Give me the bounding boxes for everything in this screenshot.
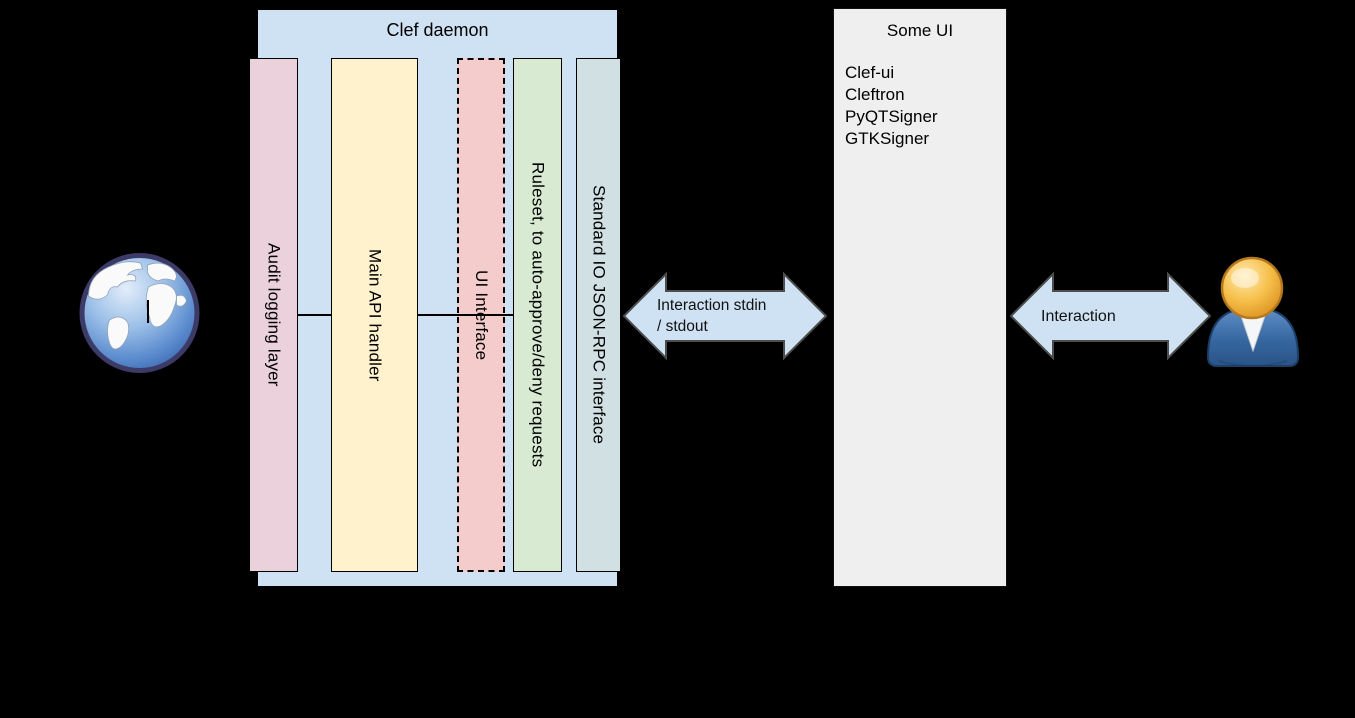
arrow-stdin-stdout xyxy=(622,271,828,367)
bar-main-api-handler: Main API handler xyxy=(331,58,418,572)
arrow-label-line1: Interaction stdin xyxy=(657,297,767,314)
double-arrow-icon xyxy=(1009,271,1212,361)
arrow-stdin-stdout-label: Interaction stdin / stdout xyxy=(657,295,766,337)
some-ui-list: Clef-ui Cleftron PyQTSigner GTKSigner xyxy=(845,62,938,150)
double-arrow-icon xyxy=(622,271,828,361)
arrow-interaction-label: Interaction xyxy=(1041,308,1116,325)
list-item: Cleftron xyxy=(845,85,905,104)
connector-line-left xyxy=(298,314,331,316)
some-ui-box xyxy=(833,8,1007,587)
cursor-mark xyxy=(147,300,149,323)
arrow-user-interaction xyxy=(1009,271,1212,367)
bar-label: Audit logging layer xyxy=(264,243,284,387)
bar-stdio-jsonrpc-interface: Standard IO JSON-RPC interface xyxy=(576,58,621,572)
bar-audit-logging-layer: Audit logging layer xyxy=(249,58,298,572)
person-icon xyxy=(1205,255,1305,374)
bar-label: Ruleset, to auto-approve/deny requests xyxy=(528,162,548,468)
clef-daemon-box xyxy=(257,9,618,587)
clef-daemon-title: Clef daemon xyxy=(386,20,489,40)
bar-label: Standard IO JSON-RPC interface xyxy=(589,185,609,445)
list-item: PyQTSigner xyxy=(845,107,938,126)
globe-icon xyxy=(76,250,203,381)
arrow-label-line2: / stdout xyxy=(657,318,708,335)
bar-ruleset: Ruleset, to auto-approve/deny requests xyxy=(513,58,562,572)
bar-label: Main API handler xyxy=(365,248,385,382)
list-item: Clef-ui xyxy=(845,63,895,82)
connector-line-right xyxy=(418,314,513,316)
some-ui-title: Some UI xyxy=(886,21,954,40)
list-item: GTKSigner xyxy=(845,129,930,148)
